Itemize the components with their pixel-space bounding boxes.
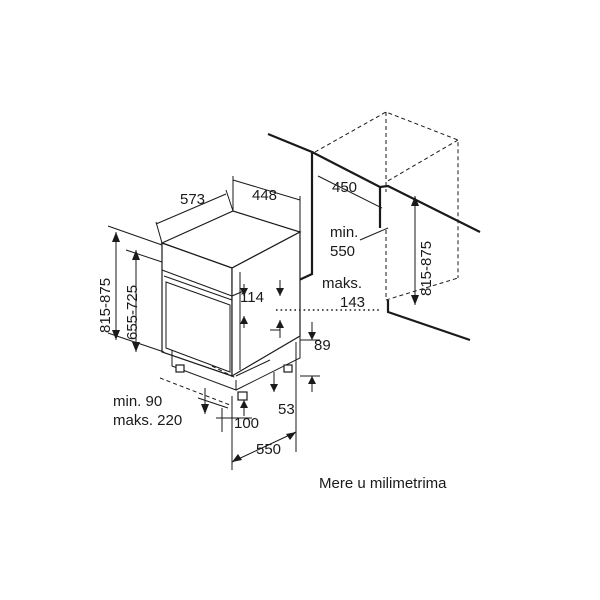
dishwasher-body: [159, 210, 302, 406]
label-53: 53: [278, 401, 295, 418]
label-550-bottom: 550: [256, 441, 281, 458]
label-min: min.: [330, 224, 358, 241]
label-573: 573: [180, 191, 205, 208]
dim-53: 53: [270, 342, 297, 452]
dim-plinth-range: min. 90 maks. 220: [113, 388, 229, 429]
label-appliance-815-875: 815-875: [97, 278, 114, 333]
label-550-min: 550: [330, 243, 355, 260]
dim-114: 114: [240, 280, 284, 338]
dim-573: 573: [155, 189, 234, 244]
label-maks: maks.: [322, 275, 362, 292]
label-114: 114: [240, 289, 264, 306]
label-655-725: 655-725: [124, 285, 141, 340]
label-89: 89: [314, 337, 331, 354]
dim-door-height: 655-725: [124, 249, 163, 352]
dim-448: 448: [232, 176, 301, 232]
label-maks-220: maks. 220: [113, 412, 182, 429]
label-450: 450: [332, 179, 357, 196]
label-448: 448: [252, 187, 277, 204]
niche-countertop: [267, 132, 481, 342]
label-143: 143: [340, 294, 365, 311]
dim-100: 100: [216, 400, 259, 432]
units-caption: Mere u milimetrima: [319, 475, 447, 492]
cabinet-dashed-outline: [314, 111, 459, 301]
label-min-90: min. 90: [113, 393, 162, 410]
dim-maks-143: maks. 143: [276, 275, 380, 311]
dim-450: 450: [317, 175, 383, 209]
dim-min-550: min. 550: [330, 224, 389, 260]
dim-niche-height: 815-875: [411, 196, 435, 305]
dim-550-bottom: 550: [231, 396, 297, 470]
dim-89: 89: [300, 322, 331, 392]
label-niche-815-875: 815-875: [418, 241, 435, 296]
label-100: 100: [234, 415, 259, 432]
